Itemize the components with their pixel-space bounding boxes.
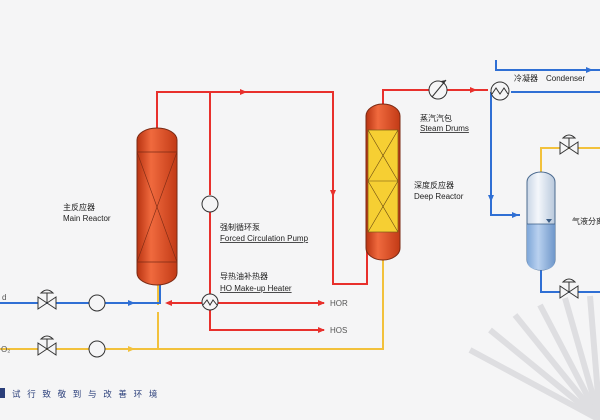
separator-bottom-valve xyxy=(559,278,579,299)
feed-valve-2 xyxy=(37,335,57,356)
decorative-rays xyxy=(468,295,600,420)
hos-stream-label: HOS xyxy=(330,326,347,335)
feed2-stream-label: O₂ xyxy=(1,345,10,354)
condenser-label-en: Condenser xyxy=(546,74,585,83)
heater-label-cn: 导热油补热器 xyxy=(220,271,268,281)
steam-drums-label-cn: 蒸汽汽包 xyxy=(420,113,452,123)
separator-vessel xyxy=(526,171,556,271)
red-lines xyxy=(156,89,488,331)
separator-top-valve xyxy=(559,134,579,155)
ho-makeup-heater-symbol xyxy=(201,293,219,311)
flow-arrows xyxy=(128,67,593,352)
hor-stream-label: HOR xyxy=(330,299,348,308)
steam-drums-label-en: Steam Drums xyxy=(420,124,469,133)
blue-lines xyxy=(0,60,600,304)
deep-reactor-label-en: Deep Reactor xyxy=(414,192,464,201)
yellow-lines xyxy=(0,147,600,350)
footer-slogan: 试 行 致 敬 到 与 改 善 环 境 xyxy=(12,389,159,400)
feed-valve-1 xyxy=(37,289,57,310)
footer-logo-mark xyxy=(0,388,5,398)
heater-label-en: HO Make-up Heater xyxy=(220,284,292,293)
condenser-label-cn: 冷凝器 xyxy=(514,73,538,83)
feed-pump-1 xyxy=(88,294,106,312)
main-reactor-vessel xyxy=(136,127,178,286)
deep-reactor-vessel xyxy=(365,103,401,261)
condenser-symbol xyxy=(490,81,510,101)
separator-label-cn: 气液分离 xyxy=(572,216,600,226)
feed1-stream-label: d xyxy=(2,293,6,302)
pump-label-en: Forced Circulation Pump xyxy=(220,234,309,243)
forced-circulation-pump xyxy=(201,195,219,213)
pump-label-cn: 强制循环泵 xyxy=(220,222,260,232)
main-reactor-label-en: Main Reactor xyxy=(63,214,111,223)
main-reactor-label-cn: 主反应器 xyxy=(63,202,95,212)
feed-pump-2 xyxy=(88,340,106,358)
deep-reactor-label-cn: 深度反应器 xyxy=(414,180,454,190)
steam-drum-control-symbol xyxy=(428,79,448,100)
